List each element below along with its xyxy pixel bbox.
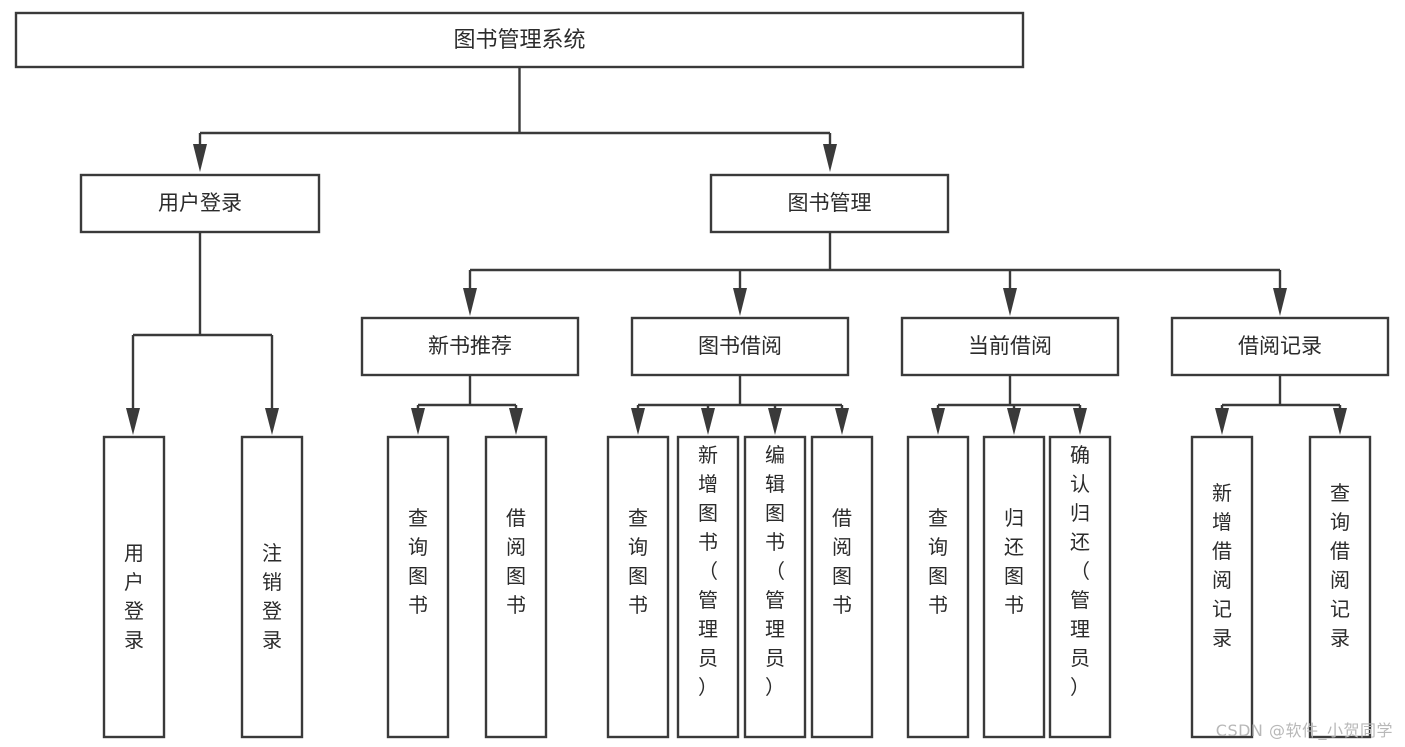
- leaf-query-book-rec-box[interactable]: [386, 435, 450, 739]
- arrow-to-leaf-user-login: [126, 408, 140, 435]
- leaf-add-book-box[interactable]: [676, 435, 740, 739]
- arrow-to-leaf-query-book-rec: [411, 408, 425, 435]
- arrow-to-leaf-query-book-borrow: [631, 408, 645, 435]
- node-book-borrow-label: 图书借阅: [698, 334, 782, 358]
- leaf-layer: 用户登录 注销登录 查询图书 借阅图书 查询图书 新增图书（管理员）: [102, 435, 1372, 739]
- leaf-query-record-label: 查询借阅记录: [1330, 481, 1350, 650]
- arrow-to-leaf-borrow-book: [835, 408, 849, 435]
- leaf-query-book-borrow[interactable]: 查询图书: [606, 435, 670, 739]
- arrow-to-user-login: [193, 144, 207, 172]
- node-new-book-rec-label: 新书推荐: [428, 334, 512, 358]
- leaf-add-record-label: 新增借阅记录: [1212, 481, 1232, 650]
- node-book-manage[interactable]: 图书管理: [709, 173, 950, 234]
- arrow-to-book-manage: [823, 144, 837, 172]
- leaf-borrow-book-box[interactable]: [810, 435, 874, 739]
- leaf-query-book-rec-label: 查询图书: [408, 506, 428, 617]
- node-current-borrow-label: 当前借阅: [968, 334, 1052, 358]
- node-root-label: 图书管理系统: [453, 28, 585, 53]
- leaf-query-book-rec[interactable]: 查询图书: [386, 435, 450, 739]
- node-book-borrow-box[interactable]: [630, 316, 850, 377]
- leaf-query-record[interactable]: 查询借阅记录: [1308, 435, 1372, 739]
- leaf-confirm-return-label: 确认归还（管理员）: [1070, 443, 1090, 699]
- node-root-box[interactable]: [14, 11, 1025, 69]
- leaf-edit-book[interactable]: 编辑图书（管理员）: [743, 435, 807, 739]
- arrow-to-leaf-confirm-return: [1073, 408, 1087, 435]
- arrow-to-borrow-record: [1273, 288, 1287, 316]
- leaf-add-book[interactable]: 新增图书（管理员）: [676, 435, 740, 739]
- leaf-query-book-cur-box[interactable]: [906, 435, 970, 739]
- leaf-user-login[interactable]: 用户登录: [102, 435, 166, 739]
- node-book-borrow[interactable]: 图书借阅: [630, 316, 850, 377]
- connector-layer: [126, 67, 1347, 435]
- arrow-to-leaf-add-record: [1215, 408, 1229, 435]
- leaf-return-book-box[interactable]: [982, 435, 1046, 739]
- leaf-query-book-borrow-label: 查询图书: [628, 506, 648, 617]
- leaf-query-book-cur-label: 查询图书: [928, 506, 948, 617]
- node-new-book-rec-box[interactable]: [360, 316, 580, 377]
- leaf-add-record-box[interactable]: [1190, 435, 1254, 739]
- node-borrow-record-label: 借阅记录: [1238, 334, 1322, 358]
- leaf-borrow-book-rec[interactable]: 借阅图书: [484, 435, 548, 739]
- leaf-add-record[interactable]: 新增借阅记录: [1190, 435, 1254, 739]
- arrow-to-leaf-add-book: [701, 408, 715, 435]
- leaf-return-book[interactable]: 归还图书: [982, 435, 1046, 739]
- node-new-book-rec[interactable]: 新书推荐: [360, 316, 580, 377]
- leaf-query-book-cur[interactable]: 查询图书: [906, 435, 970, 739]
- leaf-return-book-label: 归还图书: [1004, 506, 1024, 617]
- leaf-edit-book-box[interactable]: [743, 435, 807, 739]
- node-current-borrow-box[interactable]: [900, 316, 1120, 377]
- node-user-login-label: 用户登录: [158, 191, 242, 215]
- leaf-user-logout[interactable]: 注销登录: [240, 435, 304, 739]
- arrow-to-new-book-rec: [463, 288, 477, 316]
- leaf-borrow-book-label: 借阅图书: [832, 506, 852, 617]
- leaf-user-logout-label: 注销登录: [262, 541, 282, 652]
- leaf-add-book-label: 新增图书（管理员）: [698, 443, 718, 699]
- node-user-login[interactable]: 用户登录: [79, 173, 321, 234]
- node-book-manage-label: 图书管理: [788, 191, 872, 215]
- arrow-to-leaf-query-record: [1333, 408, 1347, 435]
- arrow-to-leaf-user-logout: [265, 408, 279, 435]
- leaf-query-book-borrow-box[interactable]: [606, 435, 670, 739]
- arrow-to-current-borrow: [1003, 288, 1017, 316]
- node-current-borrow[interactable]: 当前借阅: [900, 316, 1120, 377]
- leaf-edit-book-label: 编辑图书（管理员）: [765, 443, 785, 699]
- arrow-to-leaf-borrow-book-rec: [509, 408, 523, 435]
- node-book-manage-box[interactable]: [709, 173, 950, 234]
- leaf-query-record-box[interactable]: [1308, 435, 1372, 739]
- leaf-user-login-box[interactable]: [102, 435, 166, 739]
- arrow-to-leaf-edit-book: [768, 408, 782, 435]
- leaf-borrow-book-rec-label: 借阅图书: [506, 506, 526, 617]
- node-borrow-record-box[interactable]: [1170, 316, 1390, 377]
- arrow-to-book-borrow: [733, 288, 747, 316]
- leaf-confirm-return-box[interactable]: [1048, 435, 1112, 739]
- arrow-to-leaf-query-book-cur: [931, 408, 945, 435]
- leaf-user-login-label: 用户登录: [124, 541, 144, 652]
- node-root[interactable]: 图书管理系统: [14, 11, 1025, 69]
- leaf-user-logout-box[interactable]: [240, 435, 304, 739]
- leaf-borrow-book[interactable]: 借阅图书: [810, 435, 874, 739]
- node-borrow-record[interactable]: 借阅记录: [1170, 316, 1390, 377]
- node-user-login-box[interactable]: [79, 173, 321, 234]
- arrow-to-leaf-return-book: [1007, 408, 1021, 435]
- leaf-borrow-book-rec-box[interactable]: [484, 435, 548, 739]
- leaf-confirm-return[interactable]: 确认归还（管理员）: [1048, 435, 1112, 739]
